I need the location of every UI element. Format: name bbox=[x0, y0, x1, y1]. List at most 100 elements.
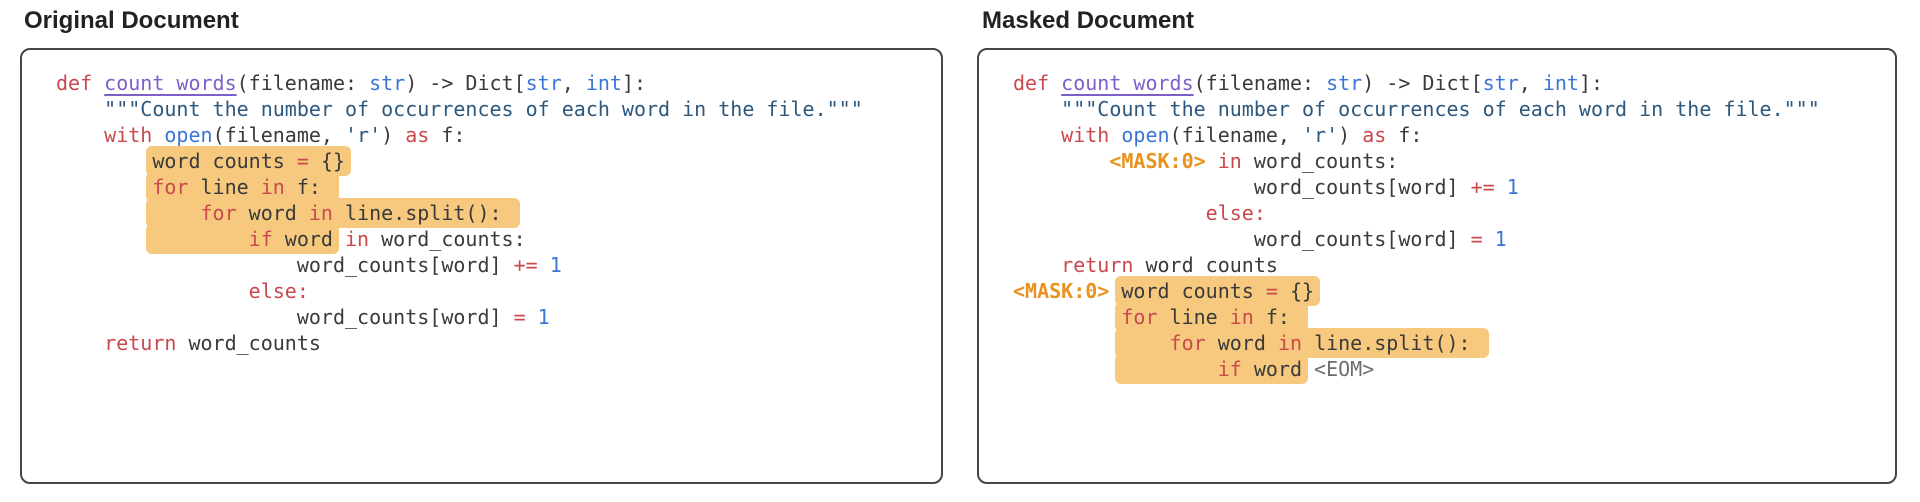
code-token: open bbox=[164, 123, 213, 147]
code-token: else: bbox=[248, 279, 309, 303]
code-line: <MASK:0> word_counts = {} bbox=[1013, 276, 1895, 306]
original-code-block: def count_words(filename: str) -> Dict[s… bbox=[22, 50, 941, 356]
code-token: word_counts bbox=[1145, 253, 1278, 277]
code-token: in bbox=[308, 201, 346, 225]
original-document-title: Original Document bbox=[24, 7, 239, 34]
code-token bbox=[1013, 97, 1061, 121]
masked-code-block: def count_words(filename: str) -> Dict[s… bbox=[979, 50, 1895, 384]
code-token: as bbox=[405, 123, 442, 147]
function-name-token: count_words bbox=[104, 71, 237, 95]
code-token bbox=[56, 227, 152, 251]
code-token bbox=[152, 227, 248, 251]
code-token: as bbox=[1362, 123, 1399, 147]
code-token: str bbox=[369, 71, 406, 95]
code-token: word bbox=[248, 201, 309, 225]
code-token: in bbox=[1217, 149, 1242, 173]
code-token: line.split(): bbox=[1314, 331, 1483, 355]
code-token: ) -> Dict[ bbox=[405, 71, 526, 95]
code-token: word_counts bbox=[152, 149, 297, 173]
code-token bbox=[56, 149, 152, 173]
code-token: return bbox=[1061, 253, 1146, 277]
code-token bbox=[56, 201, 152, 225]
code-token bbox=[538, 253, 550, 277]
code-token: word bbox=[1217, 331, 1278, 355]
code-token: str bbox=[1326, 71, 1363, 95]
code-token: (filename: bbox=[236, 71, 370, 95]
code-line: def count_words(filename: str) -> Dict[s… bbox=[1013, 70, 1895, 96]
code-token bbox=[152, 201, 200, 225]
code-line: if word in word_counts: bbox=[56, 224, 941, 254]
code-token bbox=[1013, 201, 1206, 225]
code-token bbox=[526, 305, 538, 329]
code-token: f: bbox=[1265, 305, 1303, 329]
code-token: def bbox=[56, 71, 105, 95]
code-line: with open(filename, 'r') as f: bbox=[56, 122, 941, 148]
code-token: 'r' bbox=[1302, 123, 1339, 147]
code-token bbox=[1013, 253, 1061, 277]
code-token: """Count the number of occurrences of ea… bbox=[104, 97, 863, 121]
masked-document-title: Masked Document bbox=[982, 7, 1195, 34]
code-token: for bbox=[152, 175, 201, 199]
code-line: <MASK:0> in word_counts: bbox=[1013, 148, 1895, 174]
code-line: word_counts = {} bbox=[56, 146, 941, 176]
code-token bbox=[1121, 357, 1217, 381]
code-token bbox=[1206, 149, 1218, 173]
code-token: (filename: bbox=[1193, 71, 1327, 95]
code-token: """Count the number of occurrences of ea… bbox=[1061, 97, 1820, 121]
code-token: in bbox=[1229, 305, 1266, 329]
masked-document-panel: def count_words(filename: str) -> Dict[s… bbox=[977, 48, 1897, 484]
code-token: word bbox=[284, 227, 333, 251]
code-token: line.split(): bbox=[345, 201, 514, 225]
code-token bbox=[56, 305, 297, 329]
code-line: return word_counts bbox=[1013, 252, 1895, 278]
code-line: for line in f: bbox=[1013, 302, 1895, 332]
code-token: int bbox=[1542, 71, 1579, 95]
code-token: in bbox=[260, 175, 297, 199]
code-token: in bbox=[1277, 331, 1315, 355]
eom-token: <EOM> bbox=[1314, 357, 1375, 381]
code-token: = bbox=[513, 305, 526, 329]
code-token: for bbox=[1169, 331, 1218, 355]
code-token bbox=[1013, 227, 1254, 251]
masked-span-highlight: for line in f: bbox=[146, 172, 339, 202]
code-token: 1 bbox=[537, 305, 550, 329]
code-token: word_counts[word] bbox=[296, 305, 514, 329]
code-token: , bbox=[561, 71, 586, 95]
code-token bbox=[1013, 175, 1254, 199]
code-line: word_counts[word] += 1 bbox=[56, 252, 941, 278]
code-token: {} bbox=[1277, 279, 1315, 303]
code-line: else: bbox=[1013, 200, 1895, 226]
code-token: 'r' bbox=[345, 123, 382, 147]
code-token bbox=[1495, 175, 1507, 199]
code-token bbox=[56, 97, 104, 121]
code-token bbox=[56, 279, 249, 303]
code-token: in bbox=[345, 227, 370, 251]
code-token: = bbox=[1265, 279, 1278, 303]
code-token: if bbox=[1217, 357, 1254, 381]
code-line: for word in line.split(): bbox=[56, 198, 941, 228]
mask-token: <MASK:0> bbox=[1013, 279, 1110, 303]
code-token: word_counts: bbox=[369, 227, 526, 251]
masked-span-highlight: if word bbox=[1115, 354, 1308, 384]
code-line: else: bbox=[56, 278, 941, 304]
code-token: if bbox=[248, 227, 285, 251]
code-line: """Count the number of occurrences of ea… bbox=[1013, 96, 1895, 122]
code-token: word_counts[word] bbox=[1253, 175, 1471, 199]
code-token bbox=[56, 175, 152, 199]
code-token: += bbox=[513, 253, 538, 277]
code-token: open bbox=[1121, 123, 1170, 147]
code-token: 1 bbox=[1494, 227, 1507, 251]
code-token: return bbox=[104, 331, 189, 355]
code-token: ) bbox=[381, 123, 406, 147]
code-token bbox=[56, 253, 297, 277]
code-token: f: bbox=[1398, 123, 1423, 147]
code-token: f: bbox=[441, 123, 466, 147]
code-token bbox=[56, 123, 104, 147]
code-line: for word in line.split(): bbox=[1013, 328, 1895, 358]
code-token: line bbox=[200, 175, 261, 199]
code-token bbox=[1013, 357, 1121, 381]
code-token bbox=[1013, 331, 1121, 355]
code-token: for bbox=[1121, 305, 1170, 329]
code-token: ]: bbox=[1578, 71, 1604, 95]
code-token: = bbox=[1470, 227, 1483, 251]
